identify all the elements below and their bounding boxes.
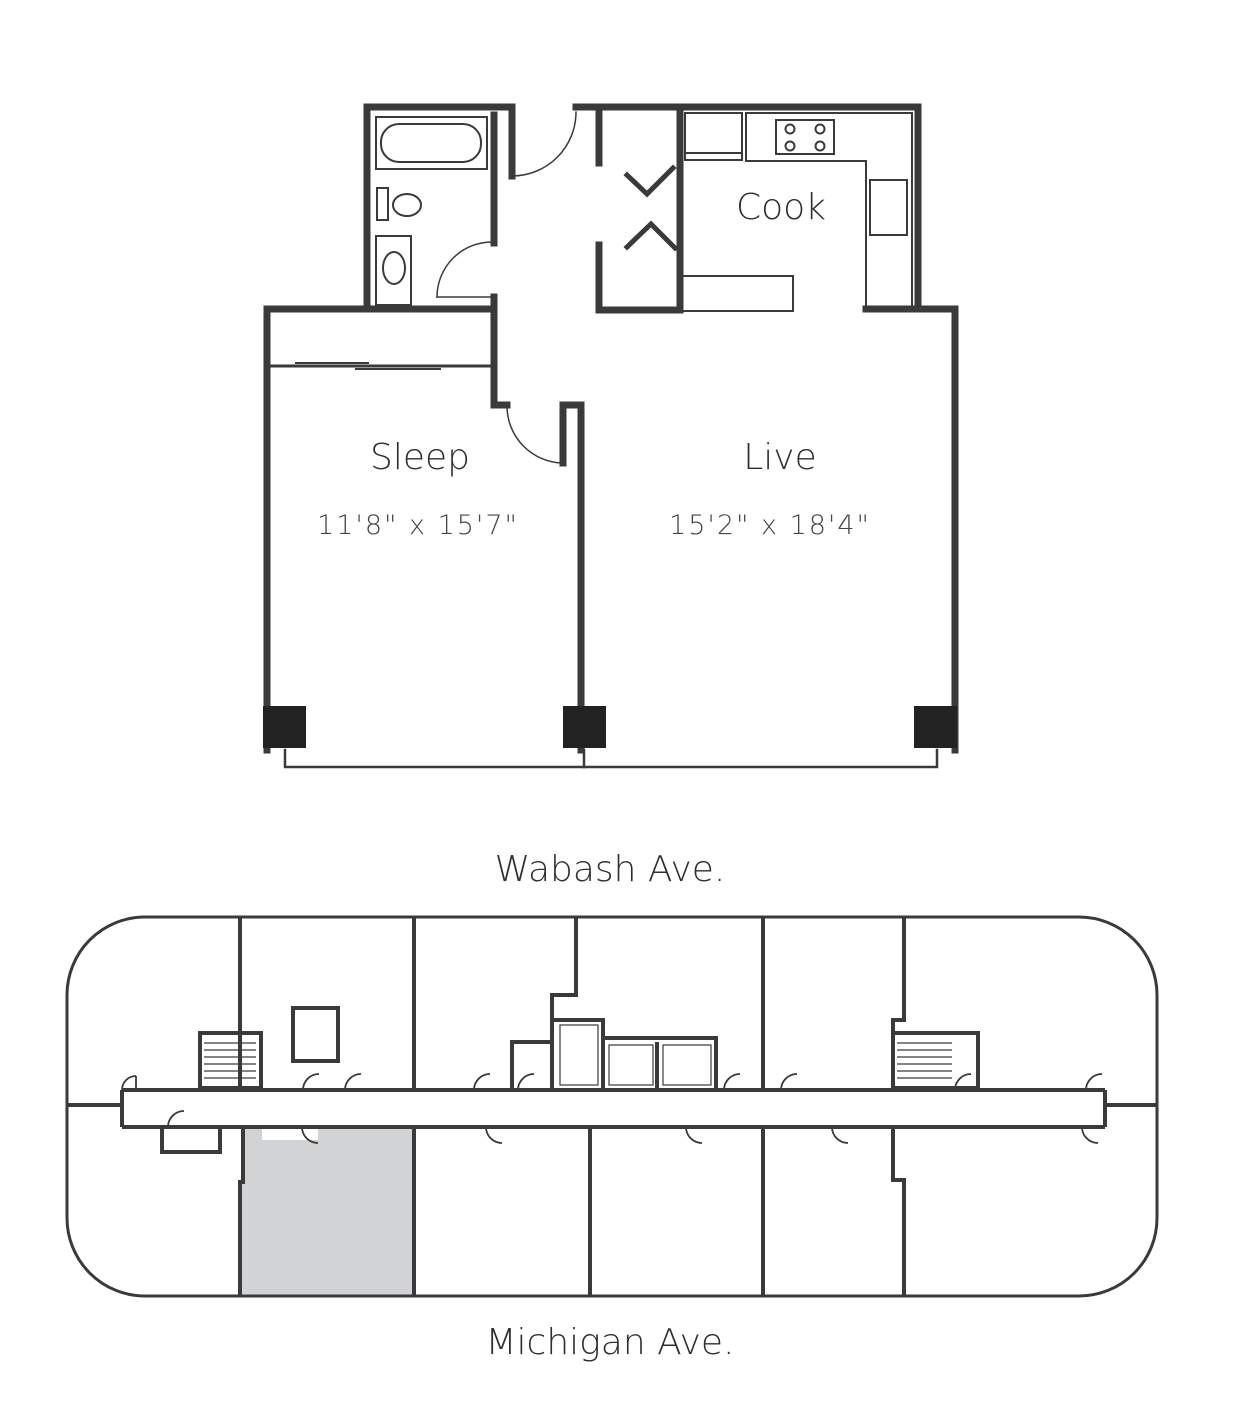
- entry-door-arc: [511, 111, 577, 177]
- room-label-cook: Cook: [735, 187, 827, 228]
- room-label-sleep: Sleep: [369, 437, 471, 478]
- building-outline: [65, 915, 1159, 1298]
- stair-west-icon: [198, 1031, 263, 1090]
- closet-doors: [623, 164, 679, 252]
- column-middle: [563, 706, 606, 748]
- highlighted-unit: [240, 1127, 414, 1296]
- unit-floor-plan: [263, 103, 959, 769]
- stove-icon: [775, 119, 835, 155]
- building-key-plan: [65, 915, 1159, 1298]
- building-core: [198, 1006, 980, 1090]
- door-swings: [436, 111, 577, 464]
- south-unit-walls: [160, 1127, 906, 1296]
- room-label-live: Live: [743, 437, 817, 478]
- column-right: [914, 706, 957, 748]
- street-label-michigan: Michigan Ave.: [485, 1322, 735, 1363]
- bedroom-closet: [265, 362, 496, 370]
- toilet-tank-icon: [376, 187, 389, 221]
- bathroom-door-arc: [436, 241, 493, 298]
- structural-columns: [263, 706, 957, 748]
- north-unit-walls: [67, 917, 1157, 1107]
- kitchen-island: [679, 275, 794, 312]
- bathroom-walls: [363, 103, 516, 309]
- bedroom-door-arc: [506, 405, 563, 464]
- corridor-door-swings: [121, 1073, 1103, 1144]
- bathroom-fixtures: [375, 116, 488, 306]
- sink-counter-icon: [375, 235, 412, 306]
- kitchen-sink-icon: [869, 179, 908, 236]
- window-wall: [283, 748, 939, 769]
- bathtub-icon: [375, 116, 488, 170]
- column-left: [263, 706, 306, 748]
- sink-basin-icon: [382, 251, 406, 285]
- room-dimensions-sleep: 11'8" x 15'7": [317, 510, 519, 541]
- street-label-wabash: Wabash Ave.: [494, 849, 726, 890]
- refrigerator-icon: [684, 112, 743, 161]
- main-walls: [263, 305, 959, 754]
- elevator-west-icon: [291, 1006, 340, 1063]
- stair-east-icon: [891, 1031, 980, 1090]
- corridor: [120, 1088, 1107, 1129]
- stair-treads: [204, 1024, 952, 1086]
- room-dimensions-live: 15'2" x 18'4": [669, 510, 871, 541]
- toilet-bowl-icon: [392, 193, 422, 217]
